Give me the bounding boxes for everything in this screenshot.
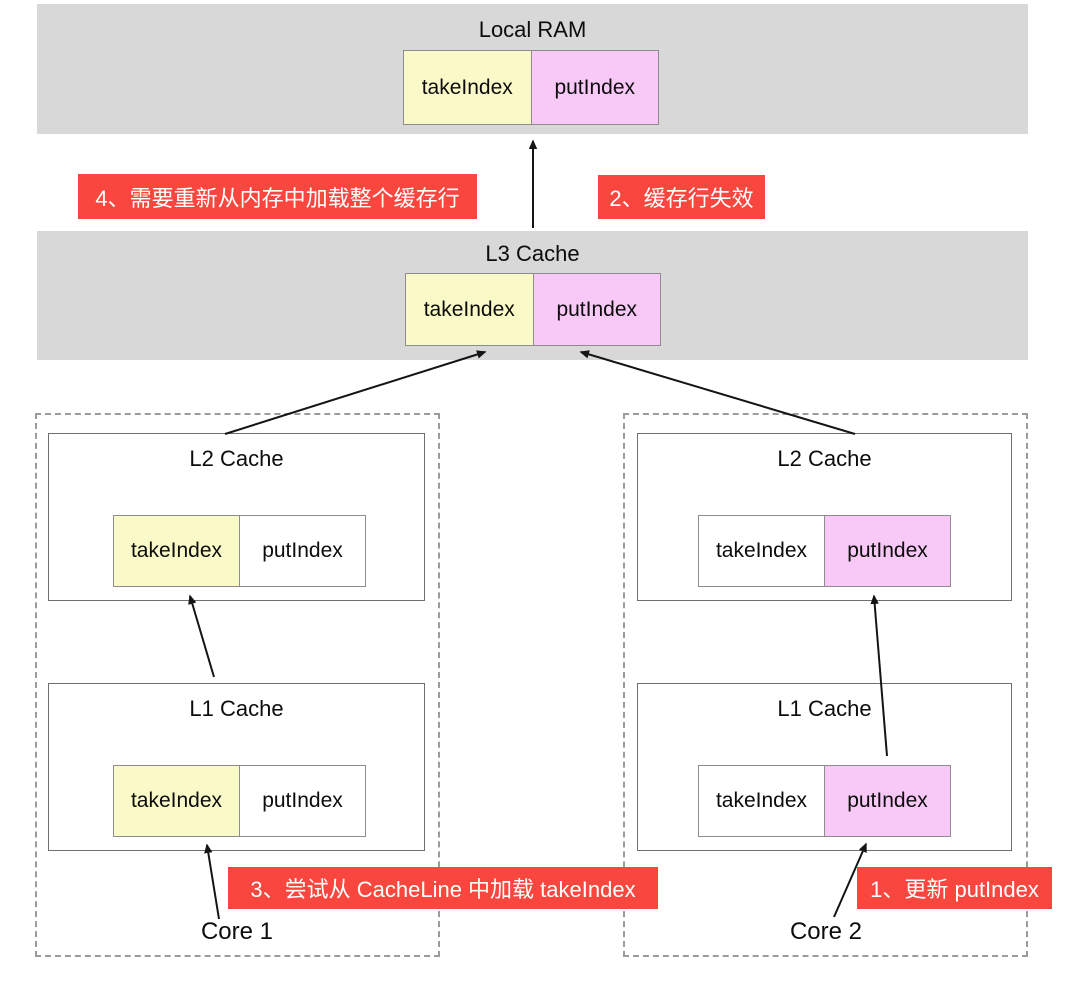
step4-reload-cacheline-label: 4、需要重新从内存中加载整个缓存行 (78, 174, 477, 219)
step1-update-putindex-label: 1、更新 putIndex (857, 867, 1052, 909)
core1-l2-takeindex-label: takeIndex (130, 539, 223, 562)
core1-l2-putindex-label: putIndex (262, 539, 343, 562)
core2-l2-cache-line: takeIndex putIndex (698, 515, 951, 587)
core1-l2-cell-putindex: putIndex (239, 516, 365, 586)
local-ram-title: Local RAM (478, 17, 587, 42)
step3-load-takeindex-label: 3、尝试从 CacheLine 中加载 takeIndex (228, 867, 658, 909)
l3-cache-line: takeIndex putIndex (405, 273, 661, 346)
core1-l1-putindex-label: putIndex (262, 789, 343, 812)
l3-putindex-label: putIndex (556, 297, 638, 321)
core1-l2-cell-takeindex: takeIndex (114, 516, 239, 586)
step2-cacheline-invalid-label: 2、缓存行失效 (598, 175, 765, 219)
core2-l1-cell-putindex: putIndex (824, 766, 950, 836)
core1-l1-cache-line: takeIndex putIndex (113, 765, 366, 837)
core1-l1-cell-takeindex: takeIndex (114, 766, 239, 836)
core1-l2-title: L2 Cache (189, 446, 284, 471)
core2-l2-title: L2 Cache (777, 446, 872, 471)
ram-cell-takeindex: takeIndex (404, 51, 531, 124)
core2-l1-takeindex-label: takeIndex (715, 789, 808, 812)
core1-l1-title: L1 Cache (189, 696, 284, 721)
l3-cell-putindex: putIndex (532, 274, 660, 345)
core2-l1-cell-takeindex: takeIndex (699, 766, 824, 836)
core1-l1-cell-putindex: putIndex (239, 766, 365, 836)
l3-cache-title: L3 Cache (485, 241, 580, 266)
core2-l1-cache-line: takeIndex putIndex (698, 765, 951, 837)
ram-cache-line: takeIndex putIndex (403, 50, 659, 125)
core2-l1-putindex-label: putIndex (847, 789, 928, 812)
core2-label: Core 2 (789, 918, 863, 945)
core1-label: Core 1 (200, 918, 274, 945)
core1-l1-takeindex-label: takeIndex (130, 789, 223, 812)
core2-l1-title: L1 Cache (777, 696, 872, 721)
core2-l2-cell-putindex: putIndex (824, 516, 950, 586)
ram-putindex-label: putIndex (554, 75, 636, 99)
core2-l2-takeindex-label: takeIndex (715, 539, 808, 562)
ram-cell-putindex: putIndex (530, 51, 658, 124)
l3-takeindex-label: takeIndex (423, 297, 515, 321)
ram-takeindex-label: takeIndex (421, 75, 513, 99)
core2-l2-cell-takeindex: takeIndex (699, 516, 824, 586)
core1-l2-cache-line: takeIndex putIndex (113, 515, 366, 587)
core2-l2-putindex-label: putIndex (847, 539, 928, 562)
l3-cell-takeindex: takeIndex (406, 274, 533, 345)
